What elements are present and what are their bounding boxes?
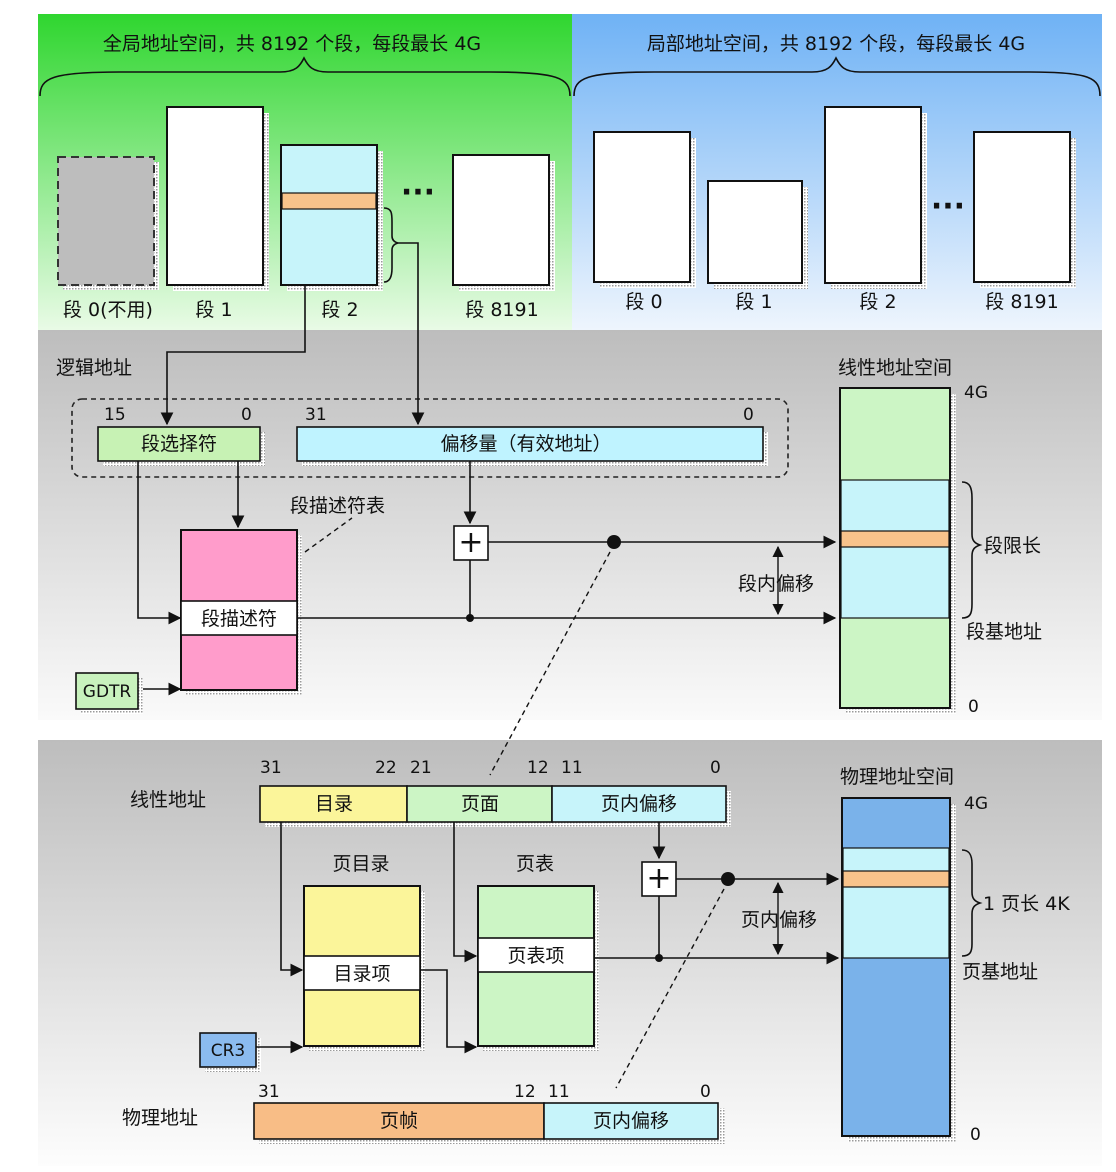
linear-address-space [839,387,956,714]
physical-address-dot [721,872,735,886]
gdtr-label: GDTR [83,682,132,702]
local-ellipsis: ··· [931,189,965,224]
selector-hi-bit: 15 [104,405,126,425]
segment-selector-box [97,426,265,466]
arrow-pde-to-table [420,969,478,1054]
page-directory-title: 页目录 [332,853,389,875]
offset-box [296,426,768,466]
physical-space-title: 物理地址空间 [840,766,954,788]
page-offset-label: 页内偏移 [741,909,817,931]
segment-base-label: 段基地址 [966,621,1042,643]
arrow-dir-to-entry [280,822,304,977]
offset-label: 偏移量（有效地址） [440,433,611,455]
selector-lo-bit: 0 [241,405,252,425]
dashed-link-physical [615,888,725,1089]
descriptor-table-label: 段描述符表 [290,495,385,517]
bit-21: 21 [410,758,432,778]
page-adder-symbol: + [646,861,671,896]
global-seg-label-8191: 段 8191 [465,299,538,321]
field-directory: 目录 [315,793,353,815]
bit-12: 12 [527,758,549,778]
local-seg-label-8191: 段 8191 [985,291,1058,313]
logical-address-group [71,398,789,478]
cr3-register [199,1032,261,1072]
bit-31: 31 [260,758,282,778]
segment-adder-symbol: + [458,525,483,560]
global-seg-label-1: 段 1 [195,299,232,321]
local-seg-label-2: 段 2 [859,291,896,313]
local-segment-2 [824,106,927,289]
local-seg-label-0: 段 0 [625,291,662,313]
global-segment-8191 [452,154,555,291]
segment-adder [453,525,489,561]
arrow-seg2-to-selector [160,286,306,426]
segment-selector-label: 段选择符 [141,433,217,455]
phys-bit-31: 31 [258,1082,280,1102]
page-directory [303,885,425,1051]
linear-address-label: 线性地址 [130,789,206,811]
physical-address-label: 物理地址 [122,1107,198,1129]
page-table [477,885,599,1051]
bit-11: 11 [561,758,583,778]
descriptor-label: 段描述符 [201,608,277,630]
global-ellipsis: ··· [401,175,435,210]
global-seg-label-0: 段 0(不用) [63,299,153,321]
page-base-label: 页基地址 [962,961,1038,983]
descriptor-table-pointer [304,517,353,553]
local-space-title: 局部地址空间，共 8192 个段，每段最长 4G [647,33,1025,55]
global-space-title: 全局地址空间，共 8192 个段，每段最长 4G [103,33,481,55]
physical-space-top: 4G [964,794,988,814]
global-segment-1 [166,106,269,291]
page-directory-entry: 目录项 [333,963,390,985]
global-brace [39,56,571,97]
bit-22: 22 [375,758,397,778]
linear-space-title: 线性地址空间 [838,357,952,379]
page-length-brace [961,849,983,957]
physical-address-space [841,797,956,1142]
linear-space-bottom: 0 [968,697,979,717]
global-segment-0 [57,156,159,290]
local-brace [573,56,1101,97]
arrow-page-to-pte [453,822,478,963]
field-page-offset: 页内偏移 [601,793,677,815]
phys-bit-0: 0 [700,1082,711,1102]
phys-field-frame: 页帧 [380,1110,418,1132]
page-table-entry: 页表项 [507,945,564,967]
arrow-selector-to-descriptor [137,461,182,625]
logical-address-label: 逻辑地址 [56,357,132,379]
linear-address-fields [259,785,731,827]
offset-hi-bit: 31 [305,405,327,425]
field-page: 页面 [461,793,499,815]
phys-field-offset: 页内偏移 [593,1110,669,1132]
physical-space-bottom: 0 [970,1125,981,1145]
global-segment-2 [280,144,383,291]
local-segment-8191 [973,131,1076,288]
segment-limit-label: 段限长 [984,535,1041,557]
phys-bit-12: 12 [514,1082,536,1102]
local-segment-1 [707,180,808,289]
page-table-title: 页表 [516,853,554,875]
offset-lo-bit: 0 [743,405,754,425]
segment-limit-brace [961,481,983,619]
descriptor-table [180,529,302,695]
global-seg-label-2: 段 2 [321,299,358,321]
arrow-brace-to-offset [398,242,425,426]
linear-space-top: 4G [964,383,988,403]
bit-0: 0 [710,758,721,778]
phys-bit-11: 11 [548,1082,570,1102]
local-segment-0 [593,131,696,288]
page-length-label: 1 页长 4K [983,893,1070,915]
cr3-label: CR3 [211,1041,246,1061]
physical-address-fields [253,1102,725,1144]
gdtr-register [75,672,143,714]
local-seg-label-1: 段 1 [735,291,772,313]
segment-offset-label: 段内偏移 [738,573,814,595]
dashed-link-linear [489,551,611,776]
linear-address-dot [607,535,621,549]
